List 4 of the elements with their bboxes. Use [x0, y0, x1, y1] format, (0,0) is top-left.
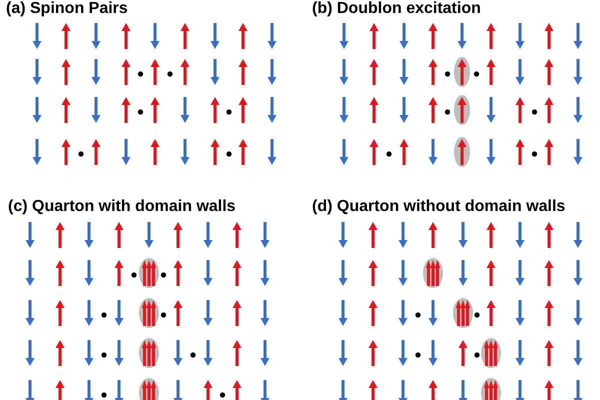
panel-title: (a) Spinon Pairs [6, 0, 128, 18]
panel-title: (c) Quarton with domain walls [8, 198, 236, 216]
panel-title: (b) Doublon excitation [312, 0, 481, 18]
panel-title: (d) Quarton without domain walls [312, 198, 566, 216]
